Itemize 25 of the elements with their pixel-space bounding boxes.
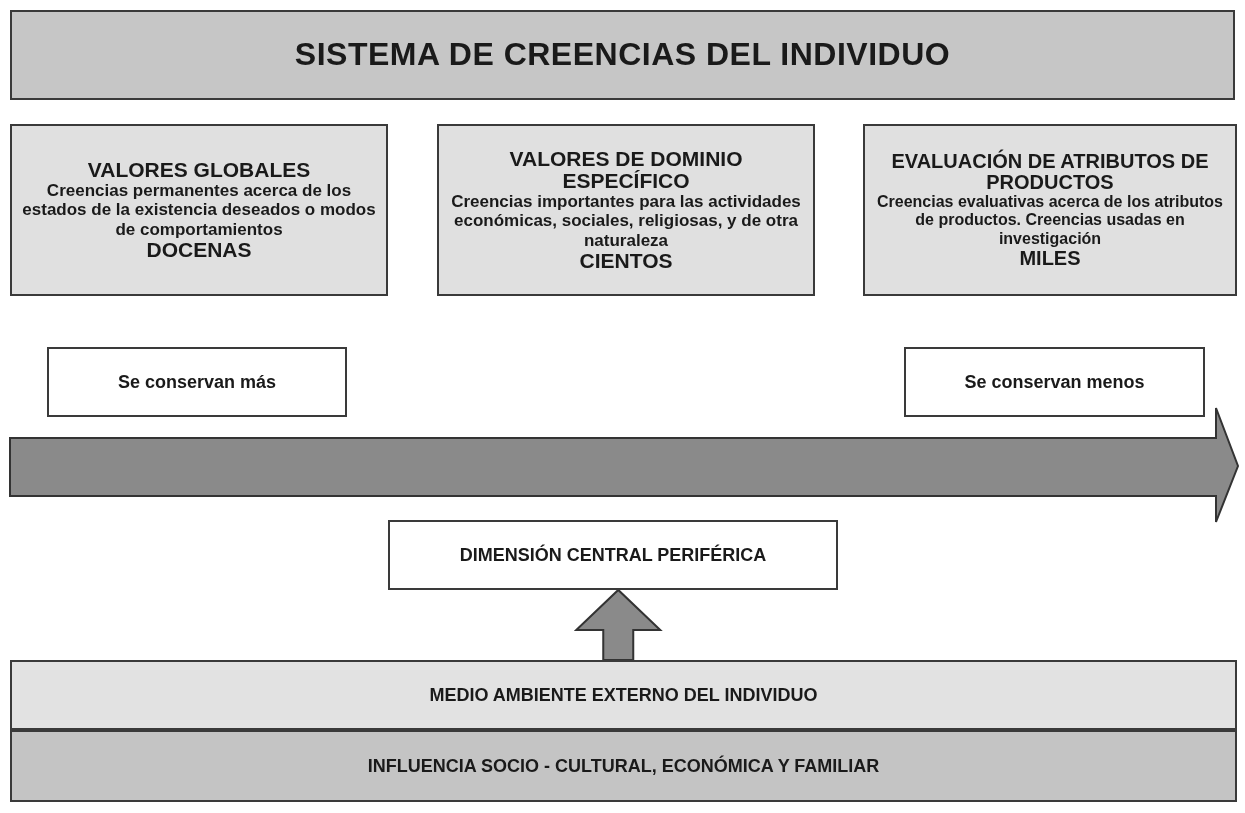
box-label: DIMENSIÓN CENTRAL PERIFÉRICA [459,545,767,565]
box-quantity: CIENTOS [579,250,673,273]
box-description: Creencias evaluativas acerca de los atributos de productos. Creencias usadas en investigación [876,192,1224,249]
text-box [10,124,388,296]
text-box [388,520,838,590]
banner-heading: SISTEMA DE CREENCIAS DEL INDIVIDUO [294,38,951,72]
box-description: Creencias permanentes acerca de los estados de la existencia deseados o modos de comportamientos [21,180,377,240]
text-box [10,730,1237,802]
box-quantity: MILES [1019,248,1081,270]
block-arrow [573,588,663,661]
title-banner [10,10,1235,100]
text-box [437,124,815,296]
box-label: Se conservan menos [964,372,1145,392]
text-box [863,124,1237,296]
box-heading: VALORES DE DOMINIO ESPECÍFICO [508,147,744,192]
box-heading: EVALUACIÓN DE ATRIBUTOS DE PRODUCTOS [890,150,1210,193]
box-description: Creencias importantes para las actividades económicas, sociales, religiosas, y de otra naturaleza [450,191,802,251]
text-box [10,660,1237,730]
text-box [904,347,1205,417]
text-box [47,347,347,417]
box-label: MEDIO AMBIENTE EXTERNO DEL INDIVIDUO [429,685,818,705]
box-label: Se conservan más [117,372,277,392]
box-label: INFLUENCIA SOCIO - CULTURAL, ECONÓMICA Y FAMILIAR [367,756,880,776]
box-heading: VALORES GLOBALES [87,158,311,181]
box-quantity: DOCENAS [146,239,252,262]
